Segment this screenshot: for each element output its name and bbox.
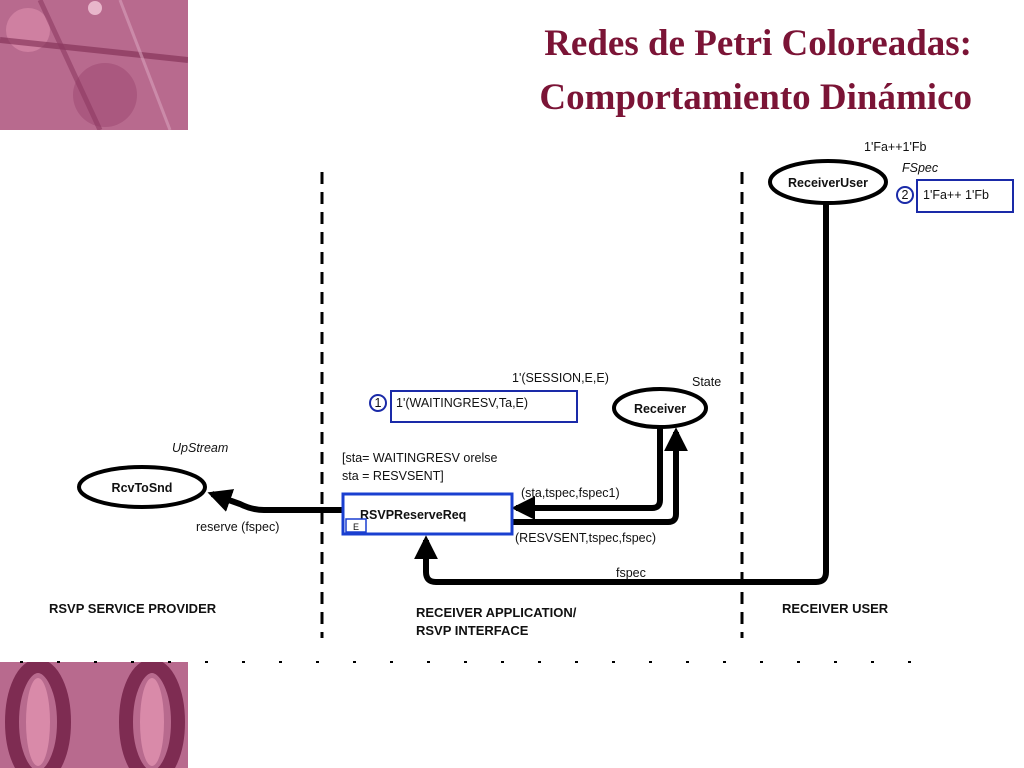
place-label: RcvToSnd — [112, 481, 173, 495]
marking-value: 1'Fa++ 1'Fb — [923, 188, 989, 202]
place-receiver-user: ReceiverUser — [768, 159, 888, 205]
corner-decoration-bottom — [0, 662, 188, 768]
guard-line2: sta = RESVSENT] — [342, 469, 444, 483]
arc-inscription-fspec: fspec — [616, 566, 646, 580]
place-label: ReceiverUser — [788, 176, 868, 190]
initial-marking-label: 1'Fa++1'Fb — [864, 140, 926, 154]
arc-receiver-out — [512, 427, 688, 525]
arc-receiver-in — [511, 425, 663, 520]
place-rcvtosnd: RcvToSnd — [77, 465, 207, 509]
transition-label: RSVPReserveReq — [360, 508, 466, 522]
initial-marking-label: 1'(SESSION,E,E) — [512, 371, 609, 385]
place-label: Receiver — [634, 402, 686, 416]
color-set-label: FSpec — [902, 161, 939, 175]
corner-decoration-top — [0, 0, 188, 130]
guard-line1: [sta= WAITINGRESV orelse — [342, 451, 498, 465]
section-label-user: RECEIVER USER — [782, 601, 889, 616]
arc-fspec — [414, 202, 829, 585]
color-set-label: UpStream — [172, 441, 228, 455]
token-count-badge: 2 — [902, 188, 909, 202]
section-label-application-line1: RECEIVER APPLICATION/ — [416, 605, 577, 620]
token-count-badge: 1 — [375, 396, 382, 410]
section-label-provider: RSVP SERVICE PROVIDER — [49, 601, 217, 616]
petri-net-diagram: ReceiverUser 1'Fa++1'Fb FSpec 2 1'Fa++ 1… — [20, 140, 1014, 663]
color-set-label: State — [692, 375, 721, 389]
decorative-pattern-icon — [0, 0, 188, 130]
marking-value: 1'(WAITINGRESV,Ta,E) — [396, 396, 528, 410]
arc-rcvtosnd — [207, 489, 344, 513]
arc-inscription-receiver-out: (RESVSENT,tspec,fspec) — [515, 531, 656, 545]
arc-inscription-reserve: reserve (fspec) — [196, 520, 279, 534]
section-label-application-line2: RSVP INTERFACE — [416, 623, 529, 638]
current-marking-receiver-user: 2 1'Fa++ 1'Fb — [896, 179, 1014, 213]
arc-inscription-receiver-in: (sta,tspec,fspec1) — [521, 486, 620, 500]
decorative-pattern-icon — [0, 662, 188, 768]
place-receiver: Receiver — [612, 387, 708, 429]
slide-title-line2: Comportamiento Dinámico — [539, 77, 972, 118]
current-marking-receiver: 1 1'(WAITINGRESV,Ta,E) — [369, 390, 578, 423]
slide-title-line1: Redes de Petri Coloreadas: — [544, 23, 972, 64]
transition-rsvp-reserve-req: RSVPReserveReq E — [341, 492, 514, 536]
enabled-tag: E — [353, 522, 359, 532]
